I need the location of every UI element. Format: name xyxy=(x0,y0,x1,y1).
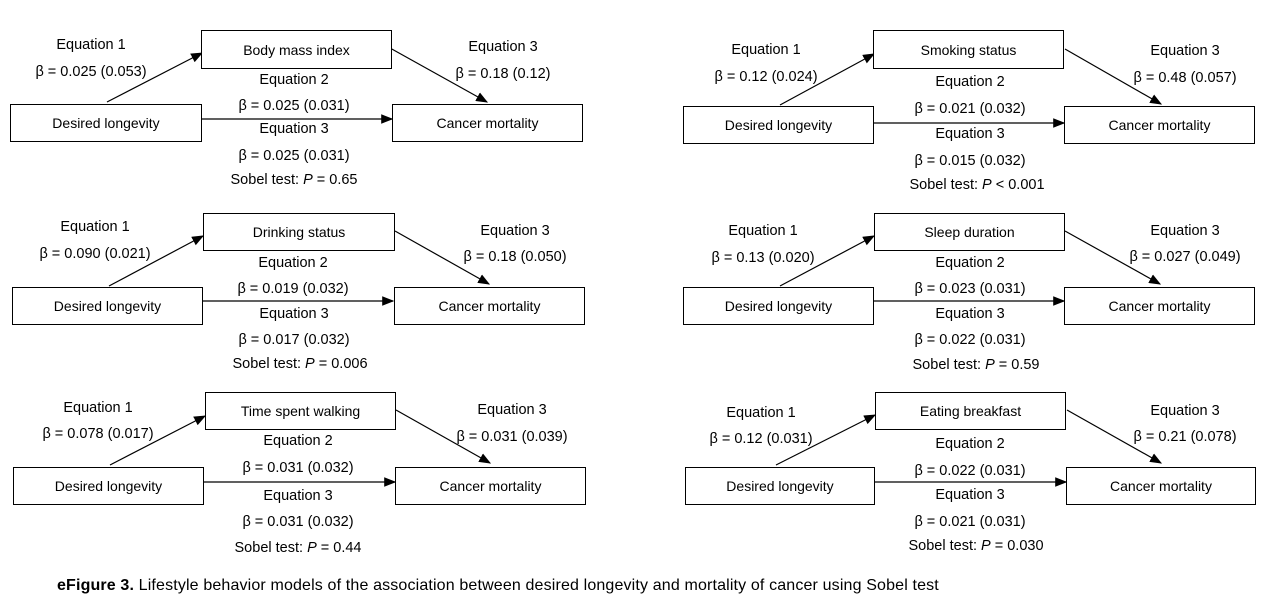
eq2-label: Equation 2 xyxy=(935,255,1005,271)
path-arrows xyxy=(108,230,491,306)
sobel-test: Sobel test: P = 0.006 xyxy=(232,356,368,372)
mediator-box: Sleep duration xyxy=(874,213,1065,251)
mediator-box: Time spent walking xyxy=(205,392,396,430)
eq2-label: Equation 2 xyxy=(935,436,1005,452)
sobel-test: Sobel test: P = 0.65 xyxy=(230,172,358,188)
eq3-label: Equation 3 xyxy=(259,306,329,322)
path-arrows xyxy=(109,409,492,487)
eq2-beta: β = 0.022 (0.031) xyxy=(914,463,1026,479)
arrow-mediator-to-outcome xyxy=(395,409,492,464)
eq1-label: Equation 1 xyxy=(731,42,801,58)
eq1-label: Equation 1 xyxy=(728,223,798,239)
arrow-mediator-to-outcome xyxy=(394,230,491,285)
arrow-exposure-to-mediator xyxy=(779,235,876,287)
panel-eating-breakfast: Eating breakfast Desired longevity Cance… xyxy=(685,391,1270,571)
eq3-beta: β = 0.015 (0.032) xyxy=(914,153,1026,169)
panel-body-mass-index: Body mass index Desired longevity Cancer… xyxy=(10,28,610,208)
arrow-exposure-to-mediator xyxy=(108,235,205,287)
outcome-box: Cancer mortality xyxy=(1066,467,1256,505)
path-arrows xyxy=(106,47,489,124)
arrow-exposure-to-mediator xyxy=(109,415,207,466)
outcome-box: Cancer mortality xyxy=(1064,287,1255,325)
mediator-box: Drinking status xyxy=(203,213,395,251)
eq3-beta: β = 0.017 (0.032) xyxy=(238,332,350,348)
arrow-mediator-to-outcome xyxy=(1064,230,1162,285)
sobel-test: Sobel test: P = 0.44 xyxy=(234,540,362,556)
eq2-label: Equation 2 xyxy=(935,74,1005,90)
mediator-box: Smoking status xyxy=(873,30,1064,69)
sobel-test: Sobel test: P < 0.001 xyxy=(909,177,1045,193)
caption-label: eFigure 3. xyxy=(57,577,135,594)
exposure-box: Desired longevity xyxy=(13,467,204,505)
path-arrows xyxy=(779,230,1162,306)
eq3-beta: β = 0.031 (0.032) xyxy=(242,514,354,530)
eq3-beta: β = 0.021 (0.031) xyxy=(914,514,1026,530)
eq2-label: Equation 2 xyxy=(263,433,333,449)
outcome-box: Cancer mortality xyxy=(395,467,586,505)
eq1-beta: β = 0.12 (0.024) xyxy=(714,69,818,85)
eq3-label: Equation 3 xyxy=(259,121,329,137)
eq2-beta: β = 0.021 (0.032) xyxy=(914,101,1026,117)
eq1-beta: β = 0.13 (0.020) xyxy=(711,250,815,266)
eq1-beta: β = 0.12 (0.031) xyxy=(709,431,813,447)
eq3-label: Equation 3 xyxy=(935,487,1005,503)
eq3b-label: Equation 3 xyxy=(477,402,547,418)
eq3b-beta: β = 0.027 (0.049) xyxy=(1129,249,1241,265)
eq2-beta: β = 0.023 (0.031) xyxy=(914,281,1026,297)
sobel-test: Sobel test: P = 0.030 xyxy=(908,538,1044,554)
eq3-label: Equation 3 xyxy=(263,488,333,504)
eq3b-label: Equation 3 xyxy=(1150,403,1220,419)
eq3-label: Equation 3 xyxy=(935,306,1005,322)
eq1-label: Equation 1 xyxy=(726,405,796,421)
eq3b-label: Equation 3 xyxy=(1150,223,1220,239)
panel-sleep-duration: Sleep duration Desired longevity Cancer … xyxy=(683,212,1270,392)
path-arrows xyxy=(779,48,1163,128)
exposure-box: Desired longevity xyxy=(683,287,874,325)
figure-caption: eFigure 3. Lifestyle behavior models of … xyxy=(57,577,939,595)
eq3b-beta: β = 0.48 (0.057) xyxy=(1133,70,1237,86)
arrow-exposure-to-mediator xyxy=(106,52,204,103)
arrow-exposure-to-mediator xyxy=(775,414,877,466)
eq1-label: Equation 1 xyxy=(56,37,126,53)
mediator-box: Eating breakfast xyxy=(875,392,1066,430)
arrow-mediator-to-outcome xyxy=(1064,48,1163,105)
mediator-box: Body mass index xyxy=(201,30,392,69)
eq1-label: Equation 1 xyxy=(63,400,133,416)
eq1-beta: β = 0.090 (0.021) xyxy=(39,246,151,262)
eq1-beta: β = 0.025 (0.053) xyxy=(35,64,147,80)
eq2-beta: β = 0.031 (0.032) xyxy=(242,460,354,476)
eq3b-label: Equation 3 xyxy=(1150,43,1220,59)
eq2-beta: β = 0.019 (0.032) xyxy=(237,281,349,297)
eq3b-beta: β = 0.18 (0.12) xyxy=(455,66,551,82)
eq3b-beta: β = 0.18 (0.050) xyxy=(463,249,567,265)
exposure-box: Desired longevity xyxy=(685,467,875,505)
panel-drinking-status: Drinking status Desired longevity Cancer… xyxy=(12,212,612,392)
eq3b-label: Equation 3 xyxy=(468,39,538,55)
arrow-exposure-to-mediator xyxy=(779,53,876,106)
eq1-label: Equation 1 xyxy=(60,219,130,235)
eq3b-label: Equation 3 xyxy=(480,223,550,239)
outcome-box: Cancer mortality xyxy=(392,104,583,142)
exposure-box: Desired longevity xyxy=(10,104,202,142)
arrow-mediator-to-outcome xyxy=(389,47,489,103)
eq3-beta: β = 0.025 (0.031) xyxy=(238,148,350,164)
path-arrows xyxy=(775,409,1163,487)
eq3b-beta: β = 0.031 (0.039) xyxy=(456,429,568,445)
eq2-beta: β = 0.025 (0.031) xyxy=(238,98,350,114)
exposure-box: Desired longevity xyxy=(683,106,874,144)
outcome-box: Cancer mortality xyxy=(394,287,585,325)
outcome-box: Cancer mortality xyxy=(1064,106,1255,144)
eq3-beta: β = 0.022 (0.031) xyxy=(914,332,1026,348)
eq3-label: Equation 3 xyxy=(935,126,1005,142)
eq3b-beta: β = 0.21 (0.078) xyxy=(1133,429,1237,445)
arrow-mediator-to-outcome xyxy=(1066,409,1163,464)
panel-smoking-status: Smoking status Desired longevity Cancer … xyxy=(683,29,1270,209)
eq2-label: Equation 2 xyxy=(259,72,329,88)
eq1-beta: β = 0.078 (0.017) xyxy=(42,426,154,442)
panel-time-spent-walking: Time spent walking Desired longevity Can… xyxy=(13,391,613,571)
eq2-label: Equation 2 xyxy=(258,255,328,271)
sobel-test: Sobel test: P = 0.59 xyxy=(912,357,1040,373)
exposure-box: Desired longevity xyxy=(12,287,203,325)
caption-text: Lifestyle behavior models of the associa… xyxy=(134,577,939,594)
